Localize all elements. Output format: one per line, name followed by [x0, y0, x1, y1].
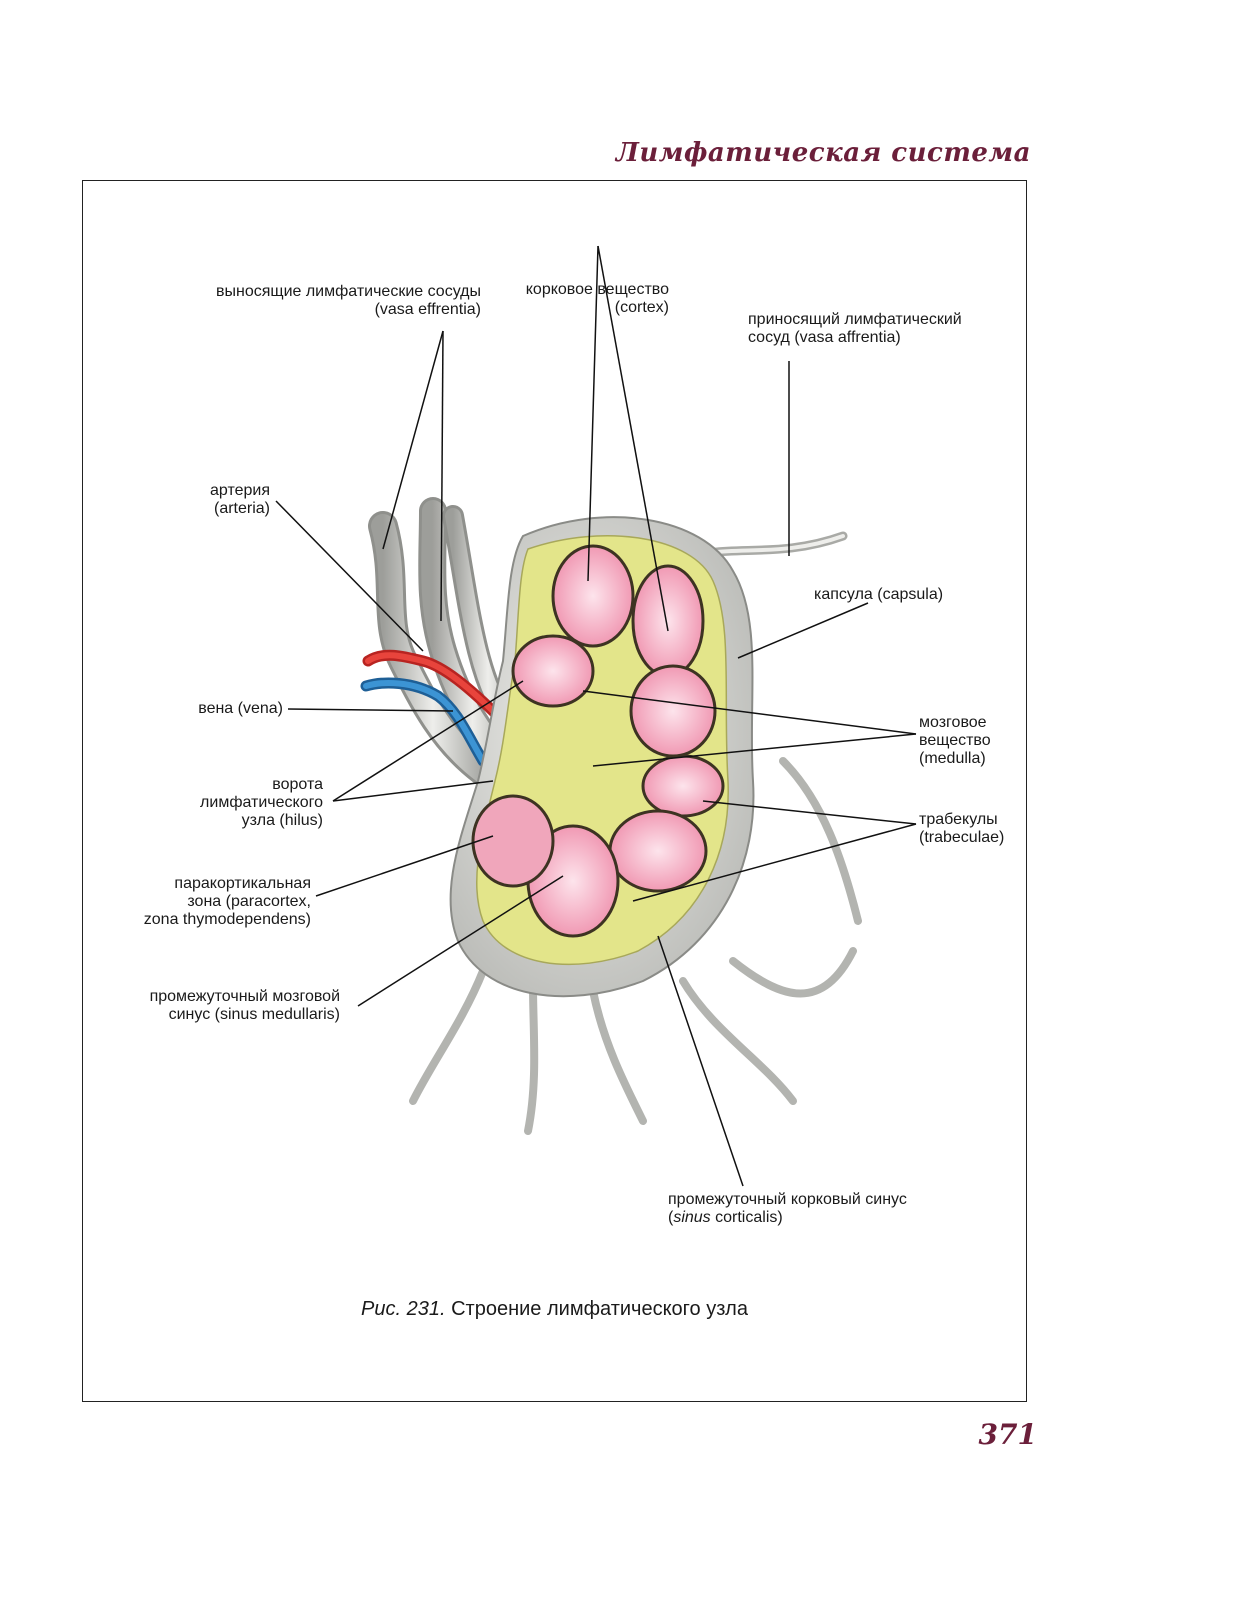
- label-vena: вена (vena): [198, 700, 283, 717]
- lower-vessels: [409, 757, 862, 1135]
- label-hilus: ворота лимфатического узла (hilus): [200, 776, 323, 829]
- running-title: Лимфатическая система: [615, 138, 1031, 168]
- label-paracortex: паракортикальная зона (paracortex, zona …: [143, 875, 311, 928]
- label-medulla: мозговое вещество (medulla): [919, 714, 991, 767]
- label-cortex: корковое вещество (cortex): [525, 281, 669, 316]
- page-number: 371: [978, 1418, 1037, 1451]
- leader-lines: [275, 245, 917, 1187]
- lymph-node-illustration: [275, 245, 917, 1187]
- follicles: [471, 544, 725, 938]
- label-vasa-affrentia: приносящий лимфатический сосуд (vasa aff…: [748, 311, 962, 346]
- figure-caption: Рис. 231. Строение лимфатического узла: [361, 1298, 748, 1320]
- label-trabeculae: трабекулы (trabeculae): [919, 811, 1005, 846]
- efferent-vessels: [368, 497, 534, 786]
- label-vasa-effrentia: выносящие лимфатические сосуды (vasa eff…: [216, 283, 481, 318]
- label-arteria: артерия (arteria): [210, 482, 270, 517]
- figure-frame: выносящие лимфатические сосуды (vasa eff…: [82, 180, 1027, 1402]
- label-capsula: капсула (capsula): [814, 586, 944, 603]
- label-sinus-corticalis: промежуточный корковый синус (sinus cort…: [668, 1191, 907, 1226]
- label-sinus-medullaris: промежуточный мозговой синус (sinus medu…: [149, 988, 340, 1023]
